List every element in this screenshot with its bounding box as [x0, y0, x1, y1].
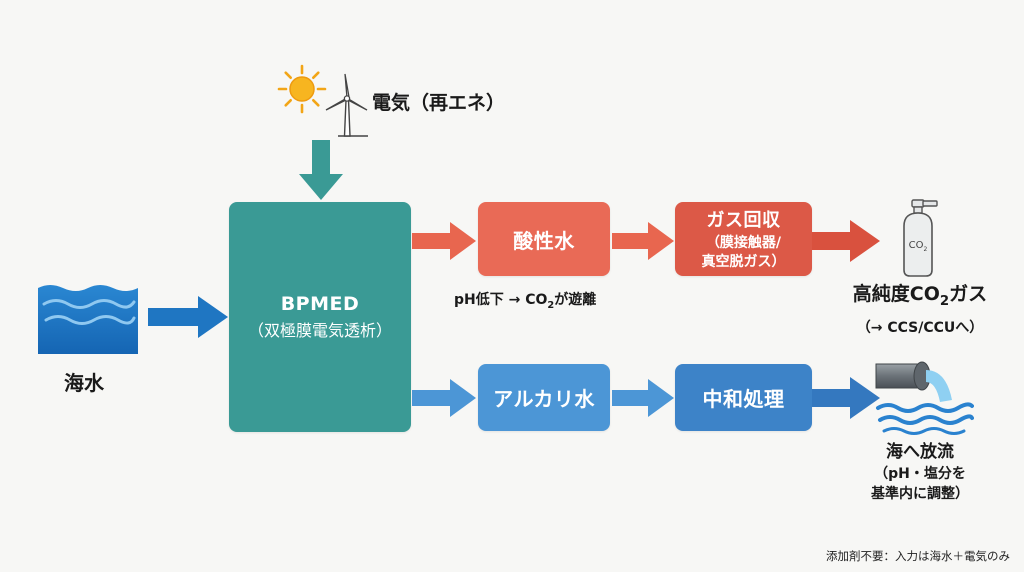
gas-recovery-title: ガス回収 — [706, 210, 781, 231]
acid-arrow-3 — [812, 220, 880, 262]
seawater-label: 海水 — [64, 371, 104, 395]
discharge-label: 海へ放流 （pH・塩分を 基準内に調整） — [834, 440, 1006, 504]
co2-cylinder-sub: 2 — [924, 246, 928, 253]
discharge-sub1: （pH・塩分を — [874, 466, 966, 482]
gas-recovery-sub1: （膜接触器/ — [705, 235, 782, 251]
neutralization-label: 中和処理 — [702, 387, 785, 411]
neutralization-box: 中和処理 — [675, 364, 812, 431]
co2-cylinder-icon: CO2 — [903, 199, 938, 277]
co2-output-subtitle: （→ CCS/CCUへ） — [856, 319, 984, 336]
alkaline-arrow-3 — [812, 377, 880, 419]
bpmed-box: BPMED （双極膜電気透析） — [229, 202, 411, 432]
discharge-sub2: 基準内に調整） — [871, 486, 969, 502]
discharge-title: 海へ放流 — [886, 442, 954, 462]
seawater-arrow — [148, 296, 228, 338]
discharge-pipe-icon — [875, 361, 974, 435]
ph-note-sub: 2 — [547, 299, 555, 311]
wind-turbine-icon — [325, 73, 368, 137]
acid-water-label: 酸性水 — [513, 228, 575, 253]
co2-output-prefix: 高純度CO — [852, 283, 940, 305]
power-label: 電気（再エネ） — [372, 92, 506, 114]
alkaline-arrow-2 — [612, 379, 674, 417]
co2-cylinder-text: CO — [909, 240, 924, 251]
bpmed-title: BPMED — [280, 293, 360, 315]
gas-recovery-sub2: 真空脱ガス） — [701, 254, 786, 270]
acid-water-box: 酸性水 — [478, 202, 610, 276]
seawater-icon — [38, 285, 138, 354]
alkaline-water-box: アルカリ水 — [478, 364, 610, 431]
svg-text:CO2: CO2 — [909, 240, 928, 253]
ph-note: pH低下 → CO2が遊離 — [454, 289, 596, 311]
power-arrow — [299, 140, 343, 200]
co2-output-suffix: ガス — [949, 283, 988, 305]
acid-arrow-1 — [412, 222, 476, 260]
bpmed-subtitle: （双極膜電気透析） — [247, 321, 392, 340]
ph-note-suffix: が遊離 — [554, 292, 597, 308]
footnote: 添加剤不要：入力は海水＋電気のみ — [826, 549, 1010, 563]
ph-note-prefix: pH低下 → CO — [454, 292, 548, 308]
co2-output-sub: 2 — [939, 293, 950, 309]
gas-recovery-box: ガス回収 （膜接触器/ 真空脱ガス） — [675, 202, 812, 276]
alkaline-water-label: アルカリ水 — [493, 387, 595, 411]
acid-arrow-2 — [612, 222, 674, 260]
alkaline-arrow-1 — [412, 379, 476, 417]
co2-output-label: 高純度CO2ガス （→ CCS/CCUへ） — [840, 281, 1000, 341]
sun-icon — [277, 64, 327, 114]
